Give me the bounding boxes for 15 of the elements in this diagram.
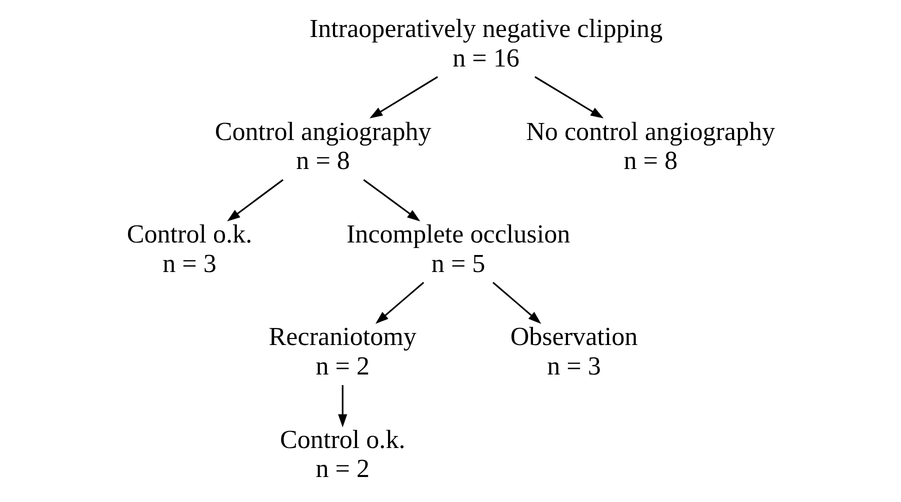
node-text: Incomplete occlusion n = 5: [346, 220, 570, 278]
node-text: Control o.k. n = 3: [126, 220, 252, 278]
node-text: No control angiography n = 8: [526, 116, 775, 176]
node-text: Recraniotomy n = 2: [268, 322, 416, 381]
arrow: [374, 282, 424, 324]
node-text: Observation n = 3: [510, 322, 638, 381]
arrow: [226, 179, 283, 222]
node-text: Control angiography n = 8: [214, 116, 431, 176]
arrow: [492, 282, 541, 324]
node-text: Intraoperatively negative clipping n = 16: [308, 14, 662, 73]
arrow: [362, 179, 420, 222]
node-text: Control o.k. n = 2: [280, 424, 405, 484]
arrow: [534, 76, 604, 118]
arrow: [338, 385, 347, 428]
arrow: [369, 76, 438, 118]
